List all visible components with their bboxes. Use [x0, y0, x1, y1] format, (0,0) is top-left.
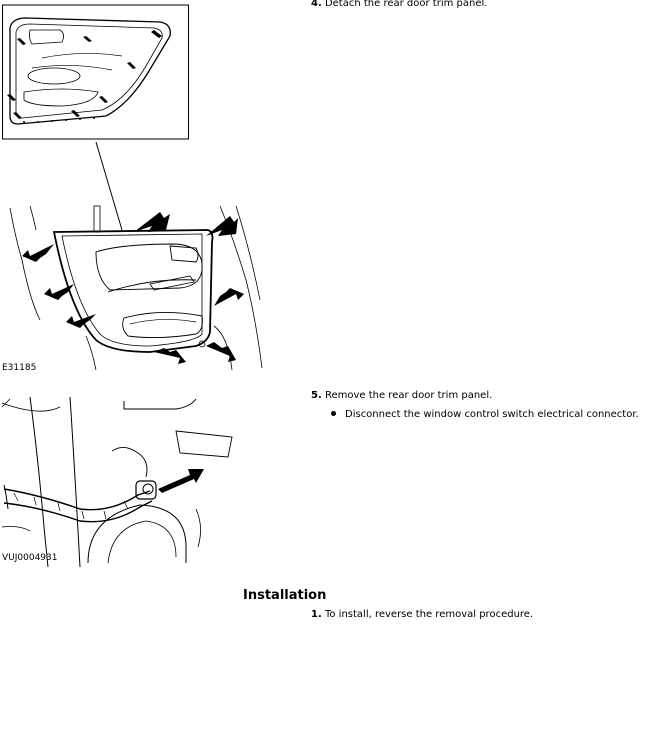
door-overview-drawing [2, 4, 189, 140]
step-text: To install, reverse the removal procedur… [324, 609, 534, 620]
bullet-dot [331, 411, 336, 416]
door-fasteners-drawing [9, 205, 263, 371]
leader-line [95, 141, 123, 231]
installation-step-1: 1. To install, reverse the removal proce… [311, 608, 533, 621]
step-number: 1. [311, 609, 322, 620]
installation-heading: Installation [243, 588, 327, 603]
step-text: Remove the rear door trim panel. [324, 390, 493, 401]
step-text: Detach the rear door trim panel. [324, 0, 488, 9]
step-number: 5. [311, 390, 322, 401]
figure-label: VUJ0004931 [2, 553, 58, 563]
step-5: 5. Remove the rear door trim panel. [311, 389, 492, 402]
door-overview-figure [2, 0, 190, 142]
bullet-text: Disconnect the window control switch ele… [345, 409, 639, 420]
door-fasteners-figure: E31185 [0, 200, 268, 378]
step-5-bullet: Disconnect the window control switch ele… [331, 408, 639, 421]
step-4: 4. Detach the rear door trim panel. [311, 0, 487, 10]
connector-drawing [1, 397, 233, 567]
connector-figure: VUJ0004931 [0, 397, 268, 567]
figure-label: E31185 [2, 363, 37, 373]
step-number: 4. [311, 0, 322, 9]
